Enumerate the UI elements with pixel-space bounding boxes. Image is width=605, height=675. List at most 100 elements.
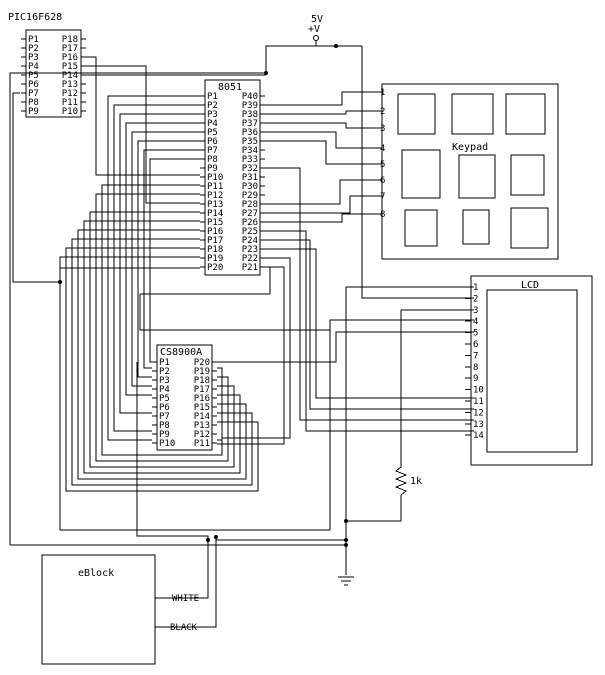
- wire: [83, 220, 241, 474]
- mcu-pin-label: P30: [242, 182, 258, 192]
- mcu-pin-label: P23: [242, 245, 258, 255]
- keypad-key: [397, 93, 436, 135]
- lcd-pin-label: 14: [473, 431, 484, 441]
- pic-pin-label: P12: [62, 89, 78, 99]
- wire: [265, 248, 474, 399]
- mcu-pin-label: P11: [207, 182, 223, 192]
- keypad-key: [510, 207, 549, 249]
- pic-pin-label: P17: [62, 44, 78, 54]
- wire: [265, 230, 474, 432]
- wire: [86, 56, 200, 176]
- pic-pin-label: P1: [28, 35, 39, 45]
- mcu-pin-label: P2: [207, 101, 218, 111]
- junction-dot: [214, 535, 218, 539]
- resistor-value: 1k: [410, 476, 422, 487]
- cs-pin-label: P19: [194, 367, 210, 377]
- lcd-pin-label: 12: [473, 408, 484, 418]
- pic-pin-label: P8: [28, 98, 39, 108]
- wire: [265, 167, 474, 421]
- mcu-pin-label: P14: [207, 209, 223, 219]
- pic-pin-label: P5: [28, 71, 39, 81]
- mcu-pin-label: P16: [207, 227, 223, 237]
- junction-dot: [334, 44, 338, 48]
- supply-terminal: [313, 35, 319, 41]
- pic-pin-label: P13: [62, 80, 78, 90]
- junction-dot: [344, 538, 348, 542]
- wire: [265, 213, 375, 223]
- mcu-pin-label: P7: [207, 146, 218, 156]
- junction-dot: [206, 538, 210, 542]
- mcu-pin-label: P28: [242, 200, 258, 210]
- wire: [265, 140, 375, 165]
- mcu-pin-label: P40: [242, 92, 258, 102]
- keypad-pin-label: 1: [380, 88, 385, 98]
- wire: [265, 239, 474, 410]
- lcd-pin-label: 7: [473, 351, 478, 361]
- cs-pin-label: P16: [194, 394, 210, 404]
- mcu-pin-label: P37: [242, 119, 258, 129]
- eblock-black-wire: [155, 537, 217, 628]
- supply-rail: +V: [308, 24, 320, 35]
- wire: [217, 266, 285, 445]
- mcu-pin-label: P22: [242, 254, 258, 264]
- wire: [95, 193, 229, 462]
- vcc-to-lcd: [361, 46, 474, 299]
- mcu-pin-label: P29: [242, 191, 258, 201]
- pic-pin-label: P9: [28, 107, 39, 117]
- mcu-pin-label: P35: [242, 137, 258, 147]
- keypad-key: [458, 154, 496, 199]
- wire: [265, 195, 375, 214]
- mcu-pin-label: P3: [207, 110, 218, 120]
- cs-pin-label: P13: [194, 421, 210, 431]
- wire: [217, 331, 474, 363]
- keypad-pin-label: 8: [380, 210, 385, 220]
- keypad-keys: [397, 93, 549, 249]
- keypad-pin-label: 3: [380, 124, 385, 134]
- pic-pin-label: P16: [62, 53, 78, 63]
- mcu-pin-label: P26: [242, 218, 258, 228]
- junction-dots: [58, 44, 348, 547]
- pic-pin-label: P2: [28, 44, 39, 54]
- wire-net: [12, 56, 474, 540]
- mcu-pin-label: P6: [207, 137, 218, 147]
- cs-pin-label: P17: [194, 385, 210, 395]
- wire: [65, 247, 259, 492]
- cs-pin-label: P6: [159, 403, 170, 413]
- mcu-pin-label: P38: [242, 110, 258, 120]
- cs-pin-label: P12: [194, 430, 210, 440]
- mcu-pin-label: P9: [207, 164, 218, 174]
- pic-pin-label: P3: [28, 53, 39, 63]
- cs-pin-label: P4: [159, 385, 170, 395]
- mcu-pin-label: P36: [242, 128, 258, 138]
- wire: [265, 122, 375, 129]
- mcu-pin-label: P24: [242, 236, 258, 246]
- mcu-pin-label: P5: [207, 128, 218, 138]
- junction-dot: [344, 543, 348, 547]
- mcu-pin-label: P31: [242, 173, 258, 183]
- cs-pin-label: P9: [159, 430, 170, 440]
- cs-pin-label: P1: [159, 358, 170, 368]
- keypad-pin-label: 4: [380, 144, 385, 154]
- pic-pin-label: P6: [28, 80, 39, 90]
- wire: [265, 179, 375, 205]
- vcc-to-pic: [9, 72, 266, 545]
- keypad-title: Keypad: [452, 142, 488, 153]
- mcu-pin-label: P39: [242, 101, 258, 111]
- ground-to-lcd: [345, 286, 474, 545]
- mcu-pin-label: P17: [207, 236, 223, 246]
- wire: [143, 149, 200, 369]
- wire: [217, 257, 291, 441]
- keypad-key: [510, 154, 545, 196]
- keypad-body: [381, 83, 559, 260]
- mcu-pin-label: P8: [207, 155, 218, 165]
- pic-pin-label: P11: [62, 98, 78, 108]
- cs-pin-label: P8: [159, 421, 170, 431]
- mcu-pin-label: P33: [242, 155, 258, 165]
- lcd-pin-label: 8: [473, 363, 478, 373]
